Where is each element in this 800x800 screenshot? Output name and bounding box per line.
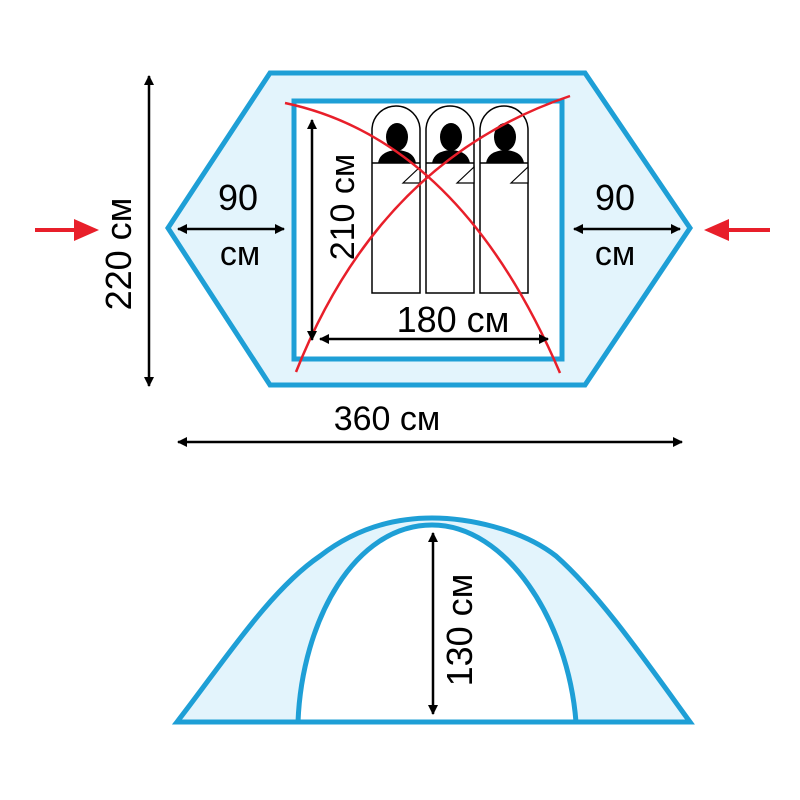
person-silhouette-icon [486,123,524,163]
entrance-arrow-icon [35,219,99,241]
depth-label: 220 см [98,198,139,311]
inner-width-label: 180 см [397,299,510,340]
vestibule-right-unit: см [595,235,635,273]
inner-length-label: 210 см [324,154,362,261]
person-silhouette-icon [432,123,470,163]
crossed-out-mark [284,94,571,374]
vestibule-left-number: 90 [218,177,258,218]
sleeping-bag [479,105,529,294]
entrance-arrow-icon [704,219,770,241]
vestibule-right-number: 90 [595,177,635,218]
height-label: 130 см [439,574,480,687]
vestibule-left-unit: см [220,235,260,273]
sleeping-bag [371,105,421,294]
width-label: 360 см [334,400,441,438]
